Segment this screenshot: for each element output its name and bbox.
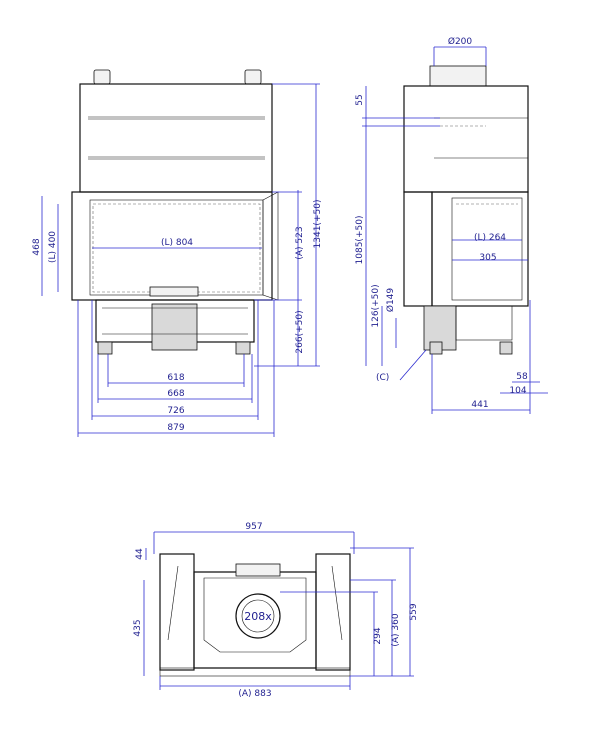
side-inlet-diameter-label: Ø149 [385, 288, 396, 313]
top-flue-circle [235, 593, 281, 639]
front-foot-left [97, 341, 113, 355]
top-559-label: 559 [409, 603, 419, 620]
side-foot-58-label: 58 [516, 372, 528, 382]
front-view: 1341(+50) (A) 523 266(+50) 468 (L) 400 (… [32, 69, 323, 437]
front-inlet [151, 303, 198, 351]
top-width-883-label: (A) 883 [238, 689, 271, 699]
side-depth-305-label: 305 [479, 253, 496, 263]
side-flue [429, 65, 487, 87]
front-left-inner-height-label: (L) 400 [48, 231, 58, 263]
top-294-label: 294 [373, 627, 383, 644]
front-glass-width-label: (L) 804 [161, 238, 193, 248]
front-width-726-label: 726 [167, 406, 184, 416]
top-360-label: (A) 360 [391, 613, 401, 646]
side-callout-c-label: (C) [376, 373, 389, 383]
front-upper-body [79, 83, 273, 193]
side-flue-label: Ø200 [448, 36, 473, 47]
side-height-label: 1085(+50) [355, 216, 365, 265]
side-view: Ø200 55 1085(+50) 126(+50) Ø149 (L) 264 … [355, 36, 548, 414]
top-44-label: 44 [135, 548, 145, 560]
front-height-total-label: 1341(+50) [313, 200, 323, 249]
top-width-957-label: 957 [245, 522, 262, 532]
side-depth-441-label: 441 [471, 400, 488, 410]
side-top-offset-label: 55 [355, 94, 365, 105]
front-foot-right [235, 341, 251, 355]
side-inlet-height-label: 126(+50) [371, 284, 381, 327]
front-width-618-label: 618 [167, 373, 184, 383]
top-435-label: 435 [133, 619, 143, 636]
front-width-668-label: 668 [167, 389, 184, 399]
side-foot-104-label: 104 [509, 386, 526, 396]
side-glass-depth-label: (L) 264 [474, 233, 506, 243]
front-left-outer-height-label: 468 [32, 238, 42, 255]
side-glass-section [431, 191, 529, 307]
front-width-879-label: 879 [167, 423, 184, 433]
front-glass-height-label: (A) 523 [295, 226, 305, 259]
side-upper-body [403, 85, 529, 193]
top-flue-plate [235, 563, 281, 577]
side-foot-right [499, 341, 513, 355]
front-handle-left [93, 69, 111, 85]
side-foot-left [429, 341, 443, 355]
front-handle-right [244, 69, 262, 85]
top-flue-size-label: 208x [244, 610, 272, 623]
top-view: 957 44 435 294 (A) 360 559 208x (A) 883 [133, 522, 419, 699]
front-bottom-height-label: 266(+50) [295, 310, 305, 353]
